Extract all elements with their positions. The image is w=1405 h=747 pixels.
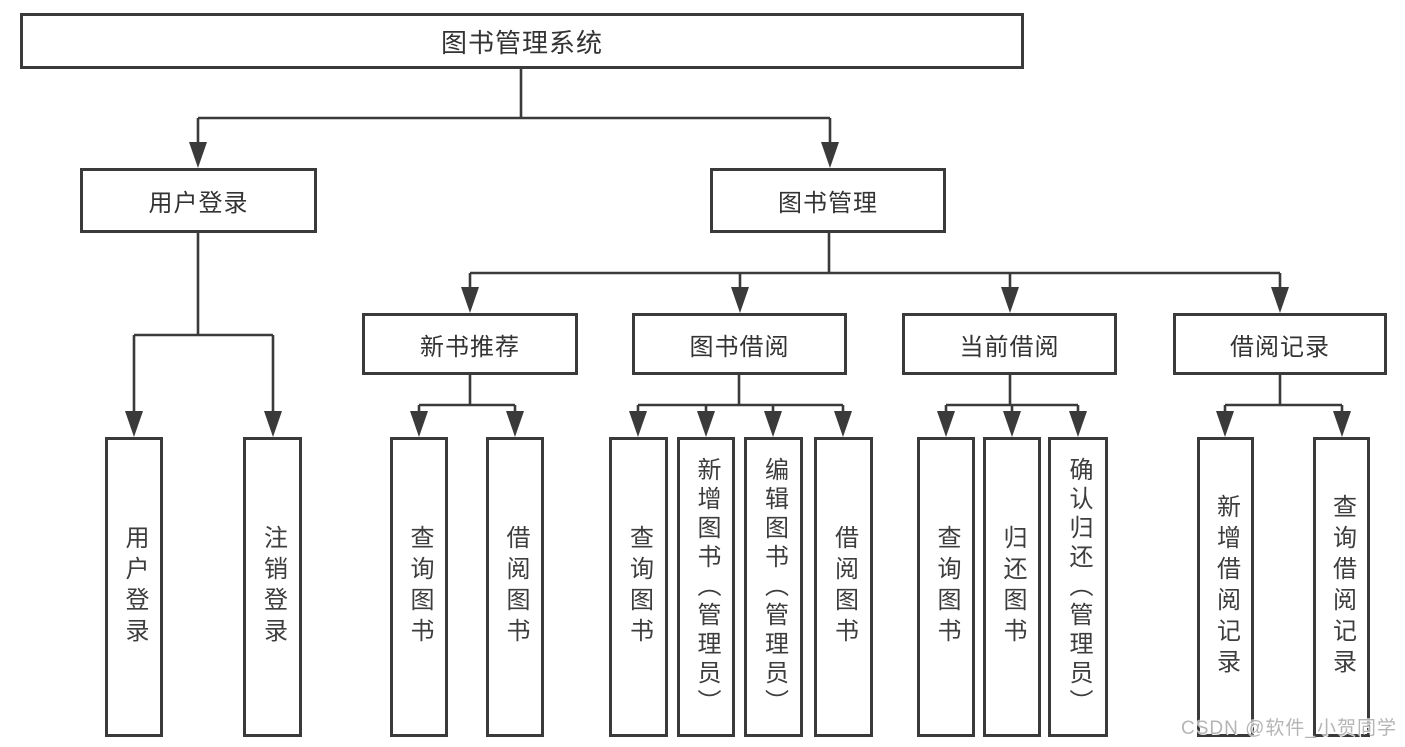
node-new-book-recommend-label: 新书推荐 (420, 333, 520, 361)
node-book-management: 图书管理 (710, 168, 946, 233)
node-borrow-records-label: 借阅记录 (1230, 333, 1330, 361)
node-user-login-label: 用户登录 (148, 190, 249, 217)
leaf-add-borrow-record-label: 新增借阅记录 (1212, 494, 1240, 680)
node-book-borrow: 图书借阅 (632, 313, 847, 375)
leaf-borrow-books-label: 借阅图书 (830, 525, 858, 649)
leaf-query-books-recommend-label: 查询图书 (406, 525, 433, 649)
leaf-logout-label: 注销登录 (259, 525, 287, 649)
leaf-add-borrow-record: 新增借阅记录 (1197, 437, 1254, 737)
node-book-borrow-label: 图书借阅 (689, 333, 790, 361)
node-current-borrow-label: 当前借阅 (959, 333, 1060, 361)
leaf-logout: 注销登录 (243, 437, 302, 737)
leaf-add-book-admin: 新增图书（管理员） (677, 437, 735, 737)
node-borrow-records: 借阅记录 (1173, 313, 1387, 375)
leaf-edit-book-admin-label: 编辑图书（管理员） (760, 456, 788, 718)
leaf-return-book: 归还图书 (983, 437, 1041, 737)
node-root-label: 图书管理系统 (440, 27, 603, 58)
leaf-query-borrow-record: 查询借阅记录 (1313, 437, 1370, 737)
csdn-watermark: CSDN @软件_小贺同学 (1181, 718, 1397, 739)
leaf-query-books-current: 查询图书 (917, 437, 975, 737)
node-current-borrow: 当前借阅 (902, 313, 1117, 375)
leaf-query-books-borrow-label: 查询图书 (625, 525, 653, 649)
leaf-user-login-label: 用户登录 (121, 525, 148, 649)
leaf-borrow-books-recommend: 借阅图书 (486, 437, 544, 737)
node-book-management-label: 图书管理 (778, 190, 878, 217)
leaf-query-books-recommend: 查询图书 (390, 437, 448, 737)
leaf-borrow-books-recommend-label: 借阅图书 (502, 525, 529, 649)
node-user-login: 用户登录 (80, 168, 317, 233)
leaf-confirm-return-admin-label: 确认归还（管理员） (1065, 456, 1092, 718)
leaf-query-borrow-record-label: 查询借阅记录 (1328, 494, 1356, 680)
node-new-book-recommend: 新书推荐 (362, 313, 578, 375)
leaf-user-login: 用户登录 (105, 437, 163, 737)
node-root: 图书管理系统 (20, 13, 1024, 69)
leaf-query-books-current-label: 查询图书 (933, 525, 960, 649)
leaf-return-book-label: 归还图书 (999, 525, 1026, 649)
leaf-edit-book-admin: 编辑图书（管理员） (744, 437, 803, 737)
leaf-add-book-admin-label: 新增图书（管理员） (693, 456, 720, 718)
leaf-confirm-return-admin: 确认归还（管理员） (1048, 437, 1108, 737)
leaf-borrow-books: 借阅图书 (814, 437, 873, 737)
leaf-query-books-borrow: 查询图书 (609, 437, 668, 737)
